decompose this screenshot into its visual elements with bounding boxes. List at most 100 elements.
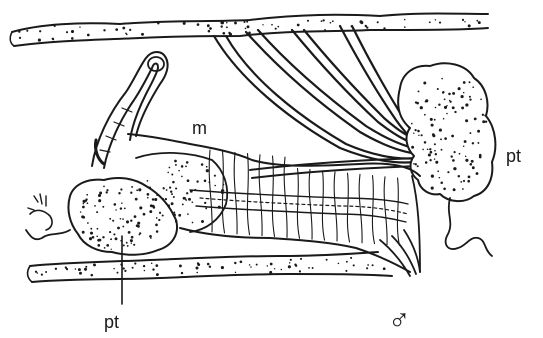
stipple-dot [132,267,134,269]
stipple-dot [435,107,437,109]
stipple-dot [431,124,434,127]
label-muscle: m [192,118,207,138]
stipple-dot [127,245,129,247]
stipple-dot [463,180,465,182]
stipple-dot [194,189,196,191]
stipple-dot [137,222,140,225]
stipple-dot [121,202,123,204]
stipple-dot [469,81,471,83]
stipple-dot [130,192,132,194]
stipple-dot [411,123,413,125]
stipple-dot [377,21,379,23]
stipple-dot [330,22,332,24]
stipple-dot [26,30,28,32]
stipple-dot [175,220,178,223]
label-pt-bottom: pt [104,312,119,332]
stipple-dot [469,163,472,166]
stipple-dot [425,100,427,102]
stipple-dot [136,224,139,227]
stipple-dot [288,265,291,268]
stipple-dot [463,81,466,84]
stipple-dot [346,261,348,263]
stipple-dot [131,186,133,188]
right-gland [398,63,495,256]
stipple-dot [226,26,228,28]
stipple-dot [256,264,258,266]
stipple-dot [434,150,436,152]
stipple-dot [185,166,187,168]
stipple-dot [404,19,405,20]
stipple-dot [152,268,154,270]
stipple-dot [87,202,89,204]
stipple-dot [437,88,439,90]
stipple-dot [79,26,80,27]
stipple-dot [150,204,153,207]
stipple-dot [171,202,174,205]
stipple-dot [474,117,477,120]
stipple-dot [234,262,236,264]
stipple-dot [223,184,225,186]
segment-ring [284,157,287,237]
stipple-dot [477,130,480,133]
stipple-dot [94,205,96,207]
stipple-dot [208,30,211,33]
stipple-dot [454,111,456,113]
stipple-dot [90,228,92,230]
stipple-dot [98,194,101,197]
stipple-dot [171,193,173,195]
stipple-dot [149,210,152,213]
stipple-dot [434,119,436,121]
stipple-dot [130,239,133,242]
stipple-dot [454,151,456,153]
segment-ring [259,155,262,236]
stipple-dot [300,258,302,260]
stipple-dot [425,161,428,164]
stipple-dot [147,197,149,199]
stipple-dot [250,266,252,268]
stipple-dot [129,29,131,31]
stipple-dot [469,98,471,100]
stipple-dot [169,167,171,169]
stipple-dot [295,265,297,267]
stipple-dot [223,190,225,192]
stipple-dot [366,26,368,28]
stipple-dot [109,231,111,233]
stipple-dot [190,190,193,193]
stipple-dot [432,134,435,137]
stipple-dot [326,259,328,261]
stipple-dot [469,132,471,134]
stipple-dot [83,216,86,219]
stipple-dot [19,37,21,39]
stipple-dot [446,105,447,106]
stipple-dot [175,164,177,166]
stipple-dot [299,270,301,272]
stipple-dot [98,199,101,202]
stipple-dot [338,263,340,265]
stipple-dot [451,135,454,138]
stipple-dot [162,198,164,200]
stipple-dot [443,118,445,120]
stipple-dot [102,206,104,208]
stipple-dot [188,198,191,201]
label-male-symbol: ♂ [388,304,411,337]
stipple-dot [463,92,465,94]
stipple-dot [89,237,92,240]
stipple-dot [353,264,355,266]
stipple-dot [139,206,142,209]
stipple-dot [141,33,144,36]
stipple-dot [71,30,74,33]
stipple-dot [332,20,334,22]
stipple-dot [143,213,146,216]
stipple-dot [428,153,431,156]
stipple-dot [207,263,210,266]
stipple-dot [144,270,146,272]
segment-ring [372,176,374,244]
stipple-dot [87,222,89,224]
stipple-dot [114,203,117,206]
stipple-dot [424,141,427,144]
stipple-dot [133,244,135,246]
stipple-dot [452,159,455,162]
stipple-dot [86,194,88,196]
stipple-dot [267,265,269,267]
